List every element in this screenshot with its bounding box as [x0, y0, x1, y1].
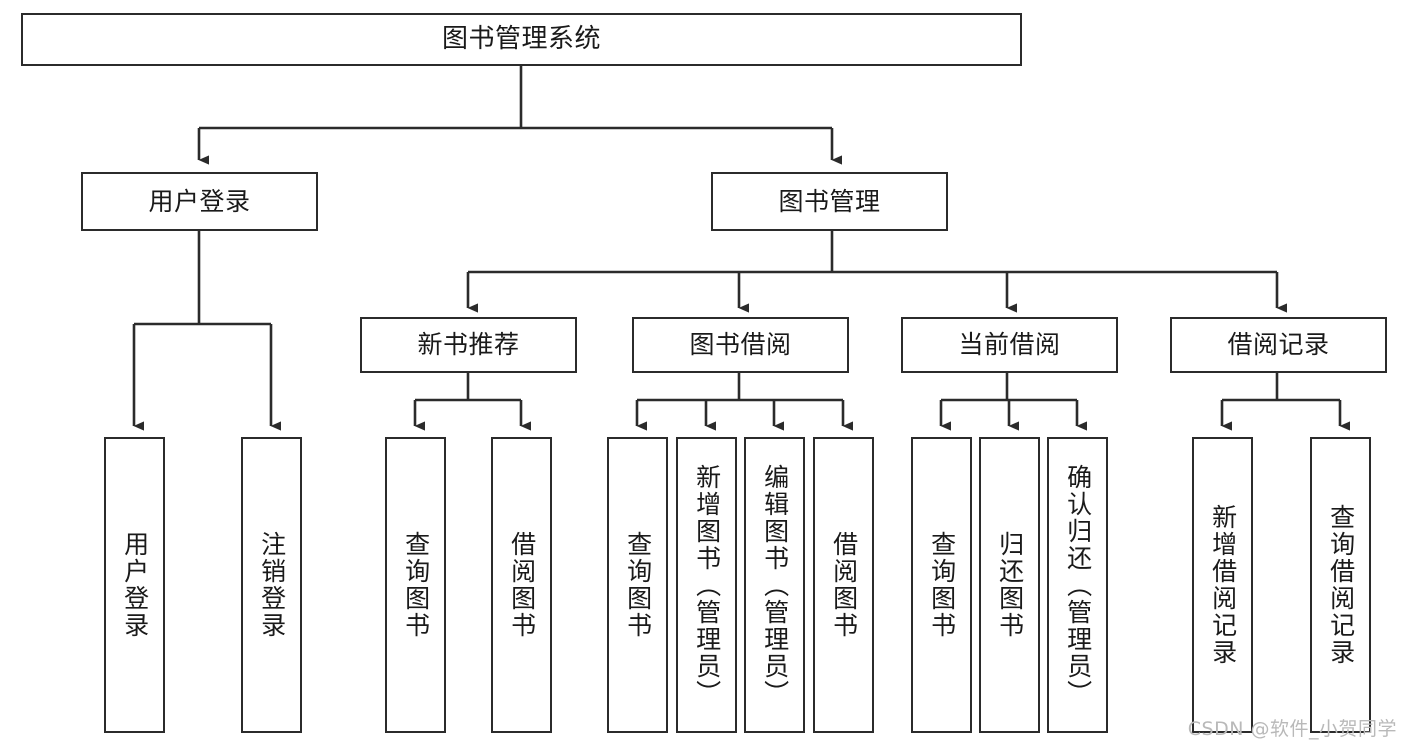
node-user-login[interactable]: 用户登录	[81, 172, 318, 231]
leaf-add-borrow-record[interactable]: 新增借阅记录	[1192, 437, 1253, 733]
node-label: 借阅图书	[507, 531, 537, 639]
node-book-borrowing[interactable]: 图书借阅	[632, 317, 849, 373]
node-label: 新增借阅记录	[1208, 504, 1238, 666]
node-label: 查询图书	[927, 531, 957, 639]
node-label: 新书推荐	[417, 330, 520, 360]
leaf-add-book-admin[interactable]: 新增图书（管理员）	[676, 437, 737, 733]
node-label: 用户登录	[120, 531, 150, 639]
leaf-return-books[interactable]: 归还图书	[979, 437, 1040, 733]
node-label: 查询图书	[401, 531, 431, 639]
leaf-confirm-return-admin[interactable]: 确认归还（管理员）	[1047, 437, 1108, 733]
node-label: 编辑图书（管理员）	[760, 463, 790, 707]
node-root-book-management-system[interactable]: 图书管理系统	[21, 13, 1022, 66]
node-current-borrowing[interactable]: 当前借阅	[901, 317, 1118, 373]
leaf-query-borrow-record[interactable]: 查询借阅记录	[1310, 437, 1371, 733]
leaf-edit-book-admin[interactable]: 编辑图书（管理员）	[744, 437, 805, 733]
node-label: 当前借阅	[958, 330, 1061, 360]
node-label: 注销登录	[257, 531, 287, 639]
leaf-borrow-books-newbook[interactable]: 借阅图书	[491, 437, 552, 733]
node-label: 确认归还（管理员）	[1063, 463, 1093, 707]
leaf-logout[interactable]: 注销登录	[241, 437, 302, 733]
leaf-query-books-current[interactable]: 查询图书	[911, 437, 972, 733]
leaf-query-books-borrowing[interactable]: 查询图书	[607, 437, 668, 733]
node-label: 图书管理	[778, 186, 881, 216]
node-label: 图书借阅	[689, 330, 792, 360]
node-label: 查询借阅记录	[1326, 504, 1356, 666]
node-label: 查询图书	[623, 531, 653, 639]
node-label: 用户登录	[148, 186, 251, 216]
leaf-borrow-books-borrowing[interactable]: 借阅图书	[813, 437, 874, 733]
node-borrowing-records[interactable]: 借阅记录	[1170, 317, 1387, 373]
node-book-management[interactable]: 图书管理	[711, 172, 948, 231]
leaf-query-books-newbook[interactable]: 查询图书	[385, 437, 446, 733]
node-new-book-recommendation[interactable]: 新书推荐	[360, 317, 577, 373]
node-label: 图书管理系统	[441, 24, 601, 55]
leaf-user-login[interactable]: 用户登录	[104, 437, 165, 733]
node-label: 归还图书	[995, 531, 1025, 639]
node-label: 借阅记录	[1227, 330, 1330, 360]
node-label: 新增图书（管理员）	[692, 463, 722, 707]
csdn-watermark: CSDN @软件_小贺同学	[1187, 718, 1397, 740]
node-label: 借阅图书	[829, 531, 859, 639]
